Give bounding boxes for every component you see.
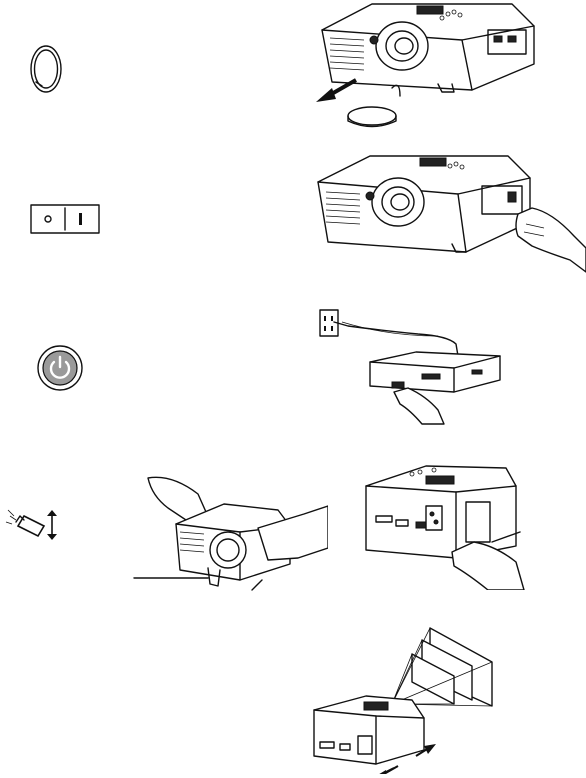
projector-rear-illustration (356, 462, 586, 590)
lens-cap-ring-icon (28, 42, 64, 96)
tilt-adjust-icon (2, 504, 64, 544)
power-button-icon (36, 344, 84, 392)
projector-elevator-foot-illustration (128, 468, 328, 592)
projector-lens-cap-illustration (312, 0, 540, 132)
power-switch-icon (30, 204, 100, 234)
projector-image-size-illustration (300, 624, 500, 774)
source-device-illustration (318, 300, 510, 426)
projector-power-switch-illustration (312, 152, 586, 280)
